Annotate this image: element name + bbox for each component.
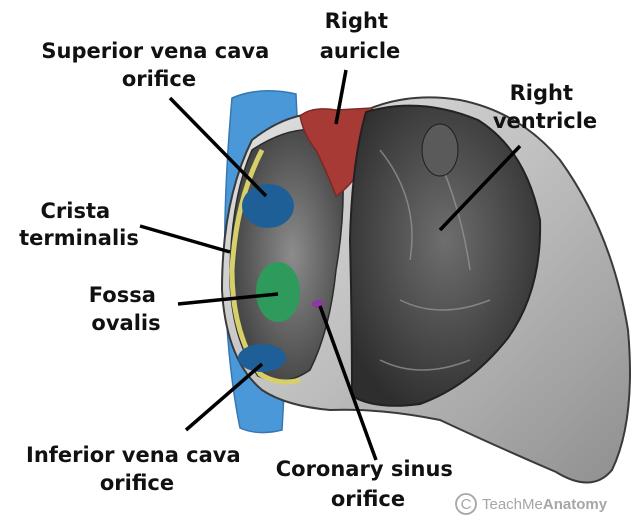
- watermark-text: TeachMeAnatomy: [482, 496, 608, 513]
- label-right-auricle-line1: Right: [325, 9, 388, 33]
- label-inferior-vena-cava-orifice-line1: Inferior vena cava: [26, 443, 241, 467]
- label-crista-terminalis-line1: Crista: [41, 199, 111, 223]
- label-right-ventricle: Right ventricle: [493, 81, 597, 133]
- label-coronary-sinus-orifice: Coronary sinus orifice: [276, 457, 461, 511]
- label-coronary-sinus-orifice-line2: orifice: [331, 487, 405, 511]
- label-superior-vena-cava-orifice: Superior vena cava orifice: [41, 39, 276, 91]
- watermark-brand-light: TeachMe: [482, 496, 543, 513]
- label-crista-terminalis-line2: terminalis: [19, 226, 139, 250]
- label-right-auricle: Right auricle: [320, 9, 401, 63]
- label-right-ventricle-line2: ventricle: [493, 109, 597, 133]
- watermark-logo-letter: C: [461, 496, 472, 513]
- watermark: C TeachMeAnatomy: [456, 494, 608, 514]
- coronary-sinus-orifice: [312, 300, 324, 308]
- label-right-ventricle-line1: Right: [510, 81, 573, 105]
- inferior-vena-cava-orifice: [238, 344, 286, 372]
- label-superior-vena-cava-orifice-line1: Superior vena cava: [41, 39, 269, 63]
- label-fossa-ovalis: Fossa ovalis: [89, 283, 163, 335]
- label-superior-vena-cava-orifice-line2: orifice: [122, 67, 196, 91]
- label-inferior-vena-cava-orifice: Inferior vena cava orifice: [26, 443, 248, 495]
- leader-line-crista-terminalis: [140, 226, 230, 252]
- papillary-muscle: [422, 124, 458, 176]
- watermark-brand-bold: Anatomy: [543, 496, 608, 513]
- superior-vena-cava-orifice: [242, 184, 294, 228]
- label-coronary-sinus-orifice-line1: Coronary sinus: [276, 457, 453, 481]
- label-fossa-ovalis-line1: Fossa: [89, 283, 156, 307]
- label-fossa-ovalis-line2: ovalis: [91, 311, 160, 335]
- fossa-ovalis: [256, 262, 300, 322]
- label-right-auricle-line2: auricle: [320, 39, 401, 63]
- label-inferior-vena-cava-orifice-line2: orifice: [100, 471, 174, 495]
- label-crista-terminalis: Crista terminalis: [19, 199, 139, 250]
